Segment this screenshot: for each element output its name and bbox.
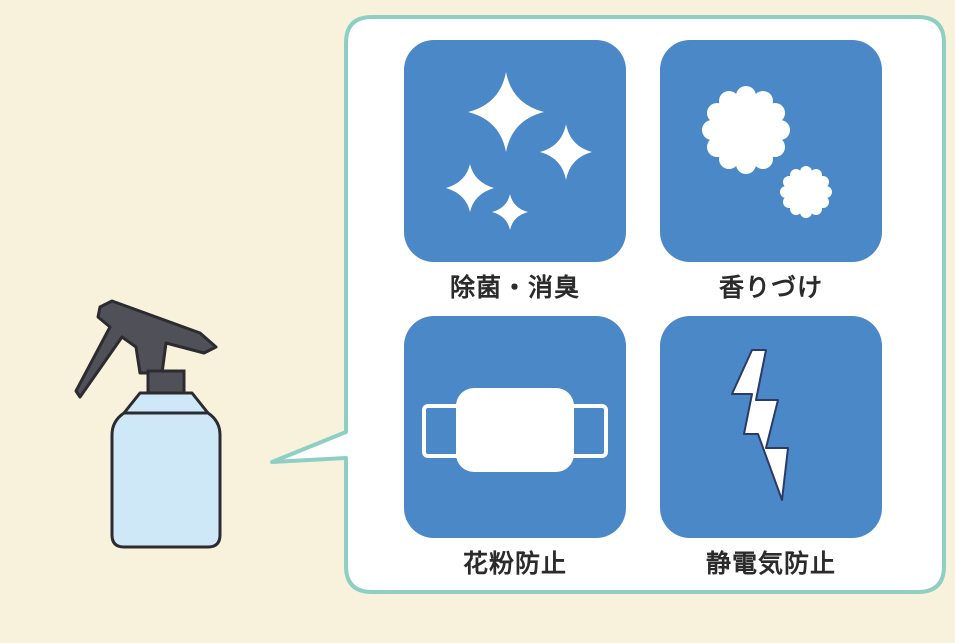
- lightning-icon: [731, 349, 789, 501]
- feature-tile-fragrance: [660, 40, 882, 262]
- spray-bottle-icon: [74, 299, 222, 549]
- feature-tile-sanitize: [404, 40, 626, 262]
- feature-tile-antistatic: [660, 316, 882, 538]
- feature-label-pollen: 花粉防止: [462, 549, 567, 578]
- feature-label-fragrance: 香りづけ: [718, 273, 823, 302]
- feature-label-antistatic: 静電気防止: [705, 549, 836, 578]
- feature-tile-pollen: [404, 316, 626, 538]
- flower-icon: [702, 86, 832, 218]
- sparkle-icon: [446, 72, 592, 230]
- feature-label-sanitize: 除菌・消臭: [449, 273, 580, 302]
- mask-icon: [422, 388, 608, 472]
